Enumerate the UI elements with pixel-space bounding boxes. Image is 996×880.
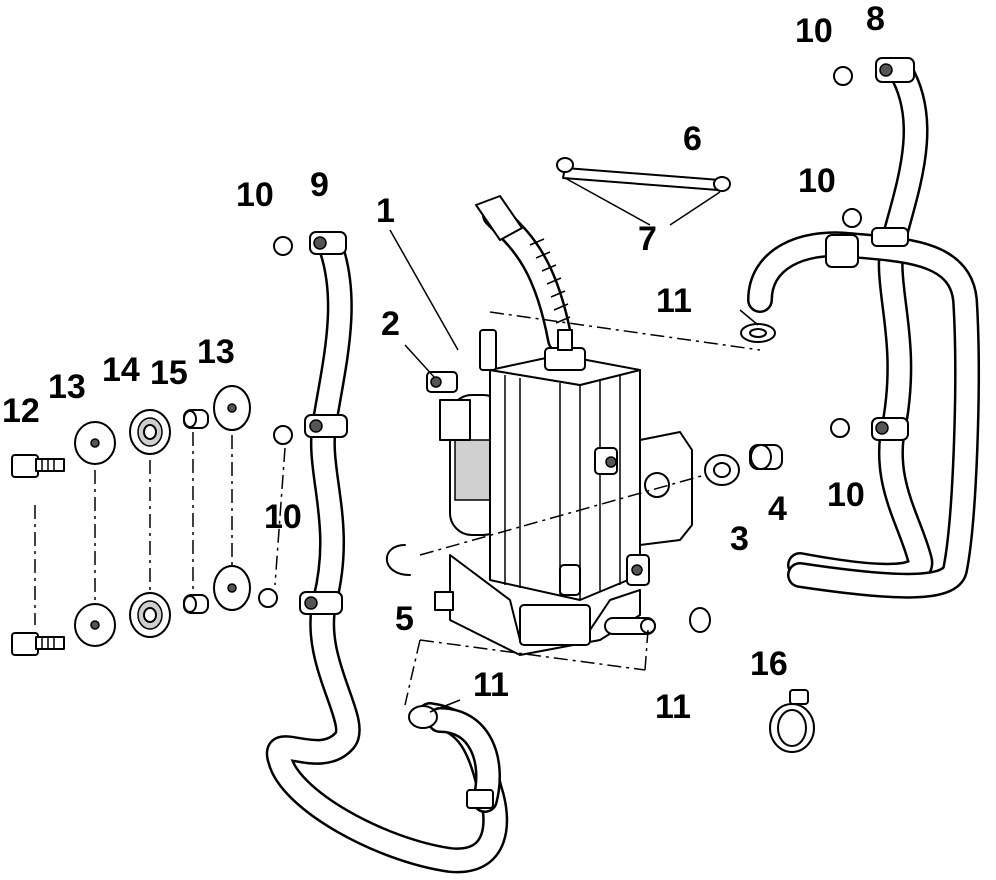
callout-10-left-lower: 10 (264, 498, 302, 536)
fitting-4 (749, 444, 783, 470)
callout-14: 14 (102, 351, 140, 389)
leader-lines (389, 177, 759, 713)
callout-16: 16 (750, 645, 788, 683)
callout-10-top: 10 (795, 12, 833, 50)
fuel-assembly (434, 195, 693, 656)
callout-labels: 1 2 3 4 5 6 7 8 9 10 10 10 10 10 11 11 1… (2, 0, 885, 726)
callout-7: 7 (638, 220, 657, 258)
o-rings-10 (258, 66, 862, 608)
callout-9: 9 (310, 166, 329, 204)
callout-13-left: 13 (48, 368, 86, 406)
rod-6 (556, 157, 731, 192)
callout-10-left-upper: 10 (236, 176, 274, 214)
sleeves-15 (183, 409, 209, 614)
screws-12 (11, 454, 65, 656)
clamp-16 (769, 689, 815, 753)
callout-10-right-lower: 10 (827, 476, 865, 514)
callout-15: 15 (150, 354, 188, 392)
grommets-14 (129, 409, 171, 638)
callout-11-lower-right: 11 (655, 688, 691, 726)
callout-13-right: 13 (197, 333, 235, 371)
callout-6: 6 (683, 120, 702, 158)
clamps-11 (408, 323, 776, 729)
left-hose-fittings (299, 231, 348, 615)
washers-13 (74, 385, 251, 647)
callout-8: 8 (866, 0, 885, 38)
callout-11-top: 11 (656, 282, 692, 320)
callout-2: 2 (381, 305, 400, 343)
right-hose-fittings (825, 57, 915, 441)
callout-5: 5 (395, 600, 414, 638)
lower-hose (427, 707, 501, 813)
callout-10-right-upper: 10 (798, 162, 836, 200)
clip-5 (385, 544, 411, 576)
hose-ferrule (466, 789, 494, 809)
callout-11-lower-left: 11 (473, 666, 509, 704)
callout-1: 1 (376, 192, 395, 230)
assembly-lines (34, 311, 761, 706)
callout-12: 12 (2, 392, 40, 430)
callout-4: 4 (768, 490, 787, 528)
callout-3: 3 (730, 520, 749, 558)
right-hose (747, 57, 980, 599)
